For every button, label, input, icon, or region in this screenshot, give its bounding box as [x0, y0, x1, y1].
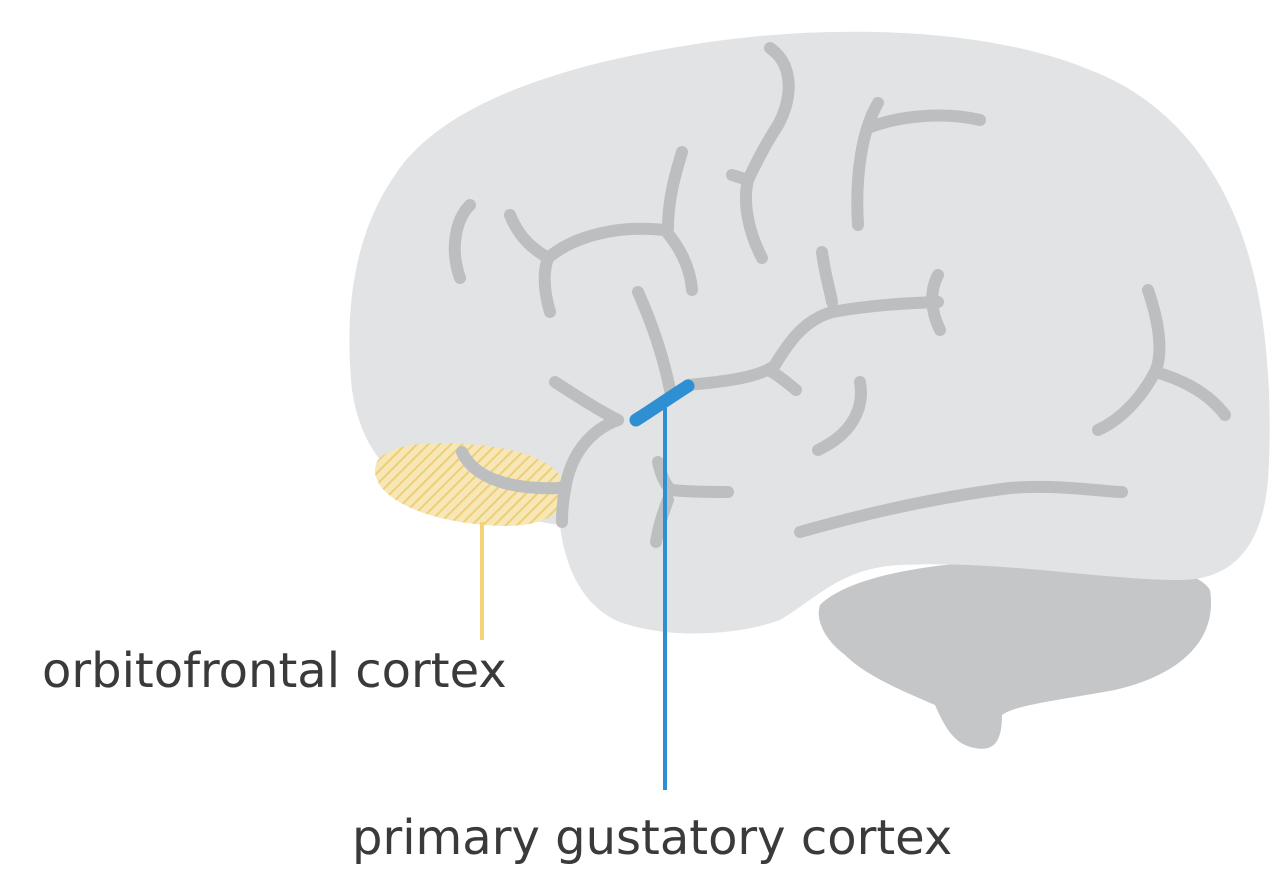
cerebellum — [819, 560, 1211, 749]
orbitofrontal-cortex-label: orbitofrontal cortex — [42, 647, 507, 695]
primary-gustatory-cortex-label: primary gustatory cortex — [352, 814, 952, 862]
cerebrum — [349, 32, 1269, 634]
